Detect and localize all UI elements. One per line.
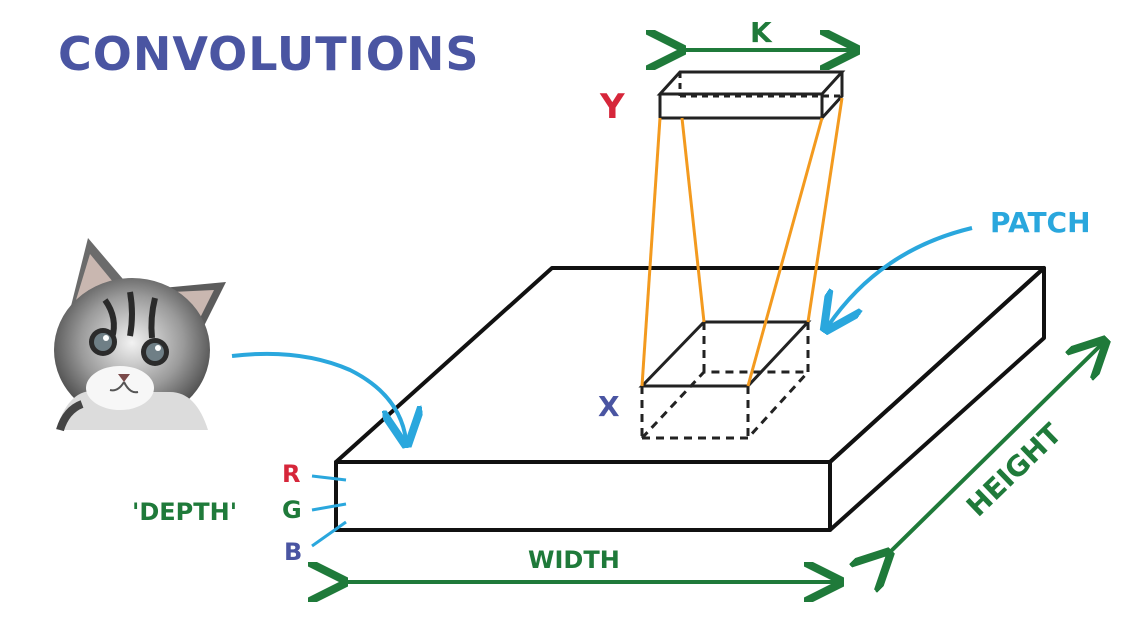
width-label: WIDTH — [528, 546, 620, 574]
patch-arrow — [828, 226, 973, 326]
height-arrow — [886, 344, 1102, 556]
x-label: X — [598, 390, 620, 423]
r-label: R — [282, 460, 300, 488]
depth-label: 'DEPTH' — [132, 498, 237, 526]
input-volume — [334, 266, 1046, 532]
patch-cube — [638, 320, 812, 440]
y-label: Y — [599, 87, 625, 127]
g-label: G — [282, 496, 302, 524]
image-to-input-arrow — [231, 351, 406, 440]
k-label: K — [750, 16, 773, 49]
kitten-image — [54, 238, 226, 432]
output-box — [656, 70, 846, 120]
b-label: B — [284, 538, 302, 566]
input-volume-front-face — [334, 460, 832, 532]
patch-label: PATCH — [990, 206, 1091, 239]
title: CONVOLUTIONS — [58, 27, 480, 81]
channel-leaders — [311, 474, 347, 548]
projection-lines — [640, 97, 844, 387]
